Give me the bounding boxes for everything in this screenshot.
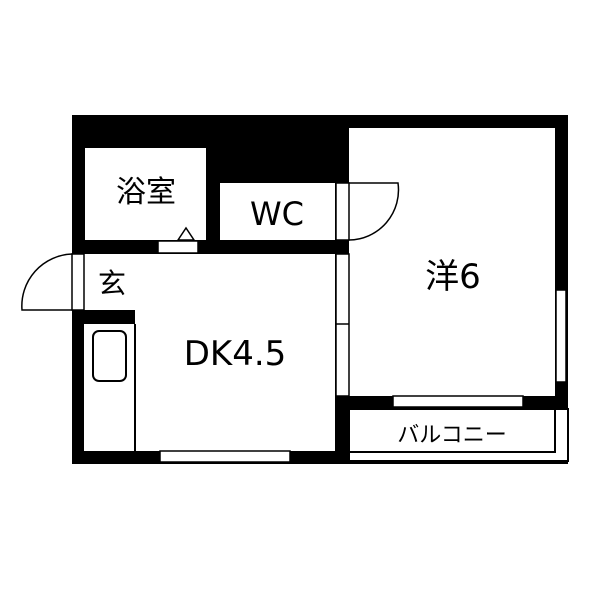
- window-dk: [159, 450, 291, 463]
- label-western: 洋6: [425, 257, 481, 297]
- room-wc: [220, 183, 335, 240]
- label-wc: WC: [250, 195, 304, 233]
- door-swing-icon: [348, 182, 400, 241]
- room-dk: [135, 254, 335, 451]
- label-entrance: 玄: [98, 267, 126, 300]
- kitchen-counter: [84, 324, 135, 451]
- label-bath: 浴室: [116, 175, 176, 210]
- step-triangle-icon: [176, 226, 196, 241]
- door-swing-icon: [21, 253, 73, 311]
- entrance-door: [71, 253, 85, 311]
- label-dk: DK4.5: [184, 334, 287, 374]
- sliding-door: [335, 253, 350, 397]
- window-western-east: [555, 289, 567, 383]
- window-western-south: [392, 395, 524, 408]
- room-entrance: [84, 254, 140, 310]
- room-western: [349, 128, 555, 396]
- room-bath: [85, 148, 206, 240]
- bath-door: [157, 240, 199, 254]
- sink-icon: [92, 330, 127, 382]
- label-balcony: バルコニー: [397, 423, 507, 448]
